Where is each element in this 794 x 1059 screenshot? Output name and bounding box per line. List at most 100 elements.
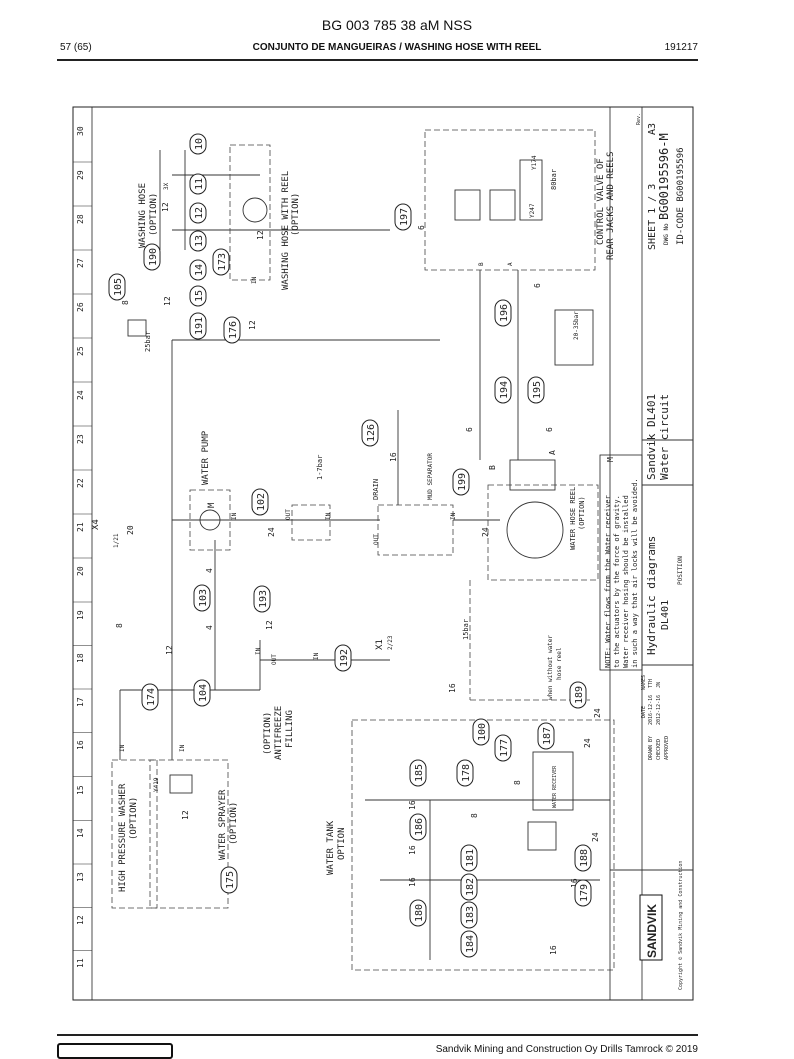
label-when-without: when without water <box>547 635 554 700</box>
size-label: 24 <box>593 708 602 718</box>
callout-10: 10 <box>189 133 207 155</box>
callout-number: 182 <box>465 878 476 896</box>
size-label: 24 <box>583 738 592 748</box>
label-out-3: OUT <box>271 654 278 665</box>
callout-bubble <box>193 679 211 707</box>
ruler-number: 12 <box>76 915 85 925</box>
size-label: 8 <box>121 300 130 305</box>
label-in-5: IN <box>179 744 186 752</box>
ruler-number: 28 <box>76 214 85 224</box>
callout-bubble <box>574 879 592 907</box>
label-80bar: 80bar <box>550 169 558 190</box>
callout-bubble <box>141 683 159 711</box>
callout-number: 196 <box>499 304 510 322</box>
size-label: 12 <box>256 230 265 240</box>
tb-drawn-name: TTH <box>648 679 654 688</box>
note-line-4: in such a way that air locks will be avo… <box>631 478 639 668</box>
callout-number: 178 <box>461 764 472 782</box>
callout-bubble <box>494 376 512 404</box>
note-line-2: to the actuators by the force of gravity… <box>613 495 621 668</box>
callout-bubble <box>494 734 512 762</box>
callout-number: 176 <box>228 321 239 339</box>
tb-dwg-no: BG00195596-M <box>657 133 671 220</box>
size-label: 24 <box>267 527 276 537</box>
callout-number: 190 <box>148 248 159 266</box>
label-port-a-2: A <box>507 262 514 266</box>
label-washing-hose-reel: WASHING HOSE WITH REEL <box>281 171 291 290</box>
water-tank-area <box>351 719 615 971</box>
label-x1: X1 <box>375 639 385 650</box>
callout-bubble <box>394 203 412 231</box>
callout-number: 105 <box>113 278 124 296</box>
callout-bubble <box>189 202 207 224</box>
tb-drawn-label: DRAWN BY <box>648 736 654 760</box>
tb-approved-label: APPROVED <box>664 736 670 760</box>
callout-bubble <box>569 681 587 709</box>
tb-model: DL401 <box>660 600 671 630</box>
tb-sheet: SHEET 1 / 3 <box>647 184 658 250</box>
tb-company: SANDVIK <box>645 904 659 958</box>
size-label: 12 <box>161 202 170 212</box>
callout-number: 11 <box>194 178 205 190</box>
callout-number: 177 <box>499 739 510 757</box>
callout-bubble <box>220 866 238 894</box>
callout-bubble <box>460 873 478 901</box>
size-label: 8 <box>470 813 479 818</box>
callout-bubble <box>460 901 478 929</box>
label-motor-m: M <box>207 502 217 508</box>
callout-180: 180 <box>409 899 427 927</box>
tb-size: A3 <box>647 123 658 135</box>
note-line-1: NOTE: Water flows from the Water receive… <box>604 495 612 668</box>
callout-126: 126 <box>361 419 379 447</box>
washing-hose-area <box>127 144 440 690</box>
ruler-number: 22 <box>76 478 85 488</box>
label-water-tank-option: OPTION <box>337 827 347 860</box>
label-25bar: 25bar <box>144 331 152 352</box>
label-out-1: OUT <box>285 509 292 520</box>
label-in-7: IN <box>313 652 320 660</box>
label-x4: X4 <box>91 519 101 530</box>
callout-13: 13 <box>189 230 207 252</box>
callout-number: 184 <box>465 935 476 953</box>
label-port-b-2: B <box>478 262 485 266</box>
callout-number: 179 <box>579 884 590 902</box>
size-label: 16 <box>549 945 558 955</box>
label-15bar: 15bar <box>462 619 470 640</box>
callout-179: 179 <box>574 879 592 907</box>
callout-184: 184 <box>460 930 478 958</box>
header-date: 191217 <box>664 42 698 53</box>
size-label: 16 <box>408 877 417 887</box>
pump-area <box>172 410 500 556</box>
callout-bubble <box>527 376 545 404</box>
ruler-number: 23 <box>76 434 85 444</box>
callout-number: 186 <box>414 818 425 836</box>
callout-number: 104 <box>198 684 209 702</box>
tb-rev-label: Rev. <box>636 113 642 125</box>
callout-number: 189 <box>574 686 585 704</box>
tb-checked-name: JN <box>656 682 662 688</box>
tb-circuit: Water circuit <box>658 394 671 480</box>
callout-189: 189 <box>569 681 587 709</box>
callout-11: 11 <box>189 173 207 195</box>
washer-area <box>111 540 390 909</box>
ruler-number: 24 <box>76 390 85 400</box>
callout-number: 188 <box>579 849 590 867</box>
label-antifreeze-2: ANTIFREEZE <box>274 706 284 760</box>
ruler-number: 26 <box>76 302 85 312</box>
title-block <box>609 106 694 1001</box>
callout-bubble <box>537 722 555 750</box>
size-label: 16 <box>408 845 417 855</box>
size-label: 12 <box>165 645 174 655</box>
size-label: 4 <box>205 625 214 630</box>
callout-number: 197 <box>399 208 410 226</box>
size-label: 6 <box>465 427 474 432</box>
callout-199: 199 <box>452 468 470 496</box>
tb-drawing: Hydraulic diagrams <box>645 536 658 655</box>
callout-187: 187 <box>537 722 555 750</box>
size-label: 8 <box>513 780 522 785</box>
ruler-number: 27 <box>76 258 85 268</box>
header-subtitle: CONJUNTO DE MANGUEIRAS / WASHING HOSE WI… <box>252 42 542 53</box>
callout-bubble <box>189 312 207 340</box>
label-washing-hose: WASHING HOSE <box>138 183 148 248</box>
callout-102: 102 <box>251 488 269 516</box>
